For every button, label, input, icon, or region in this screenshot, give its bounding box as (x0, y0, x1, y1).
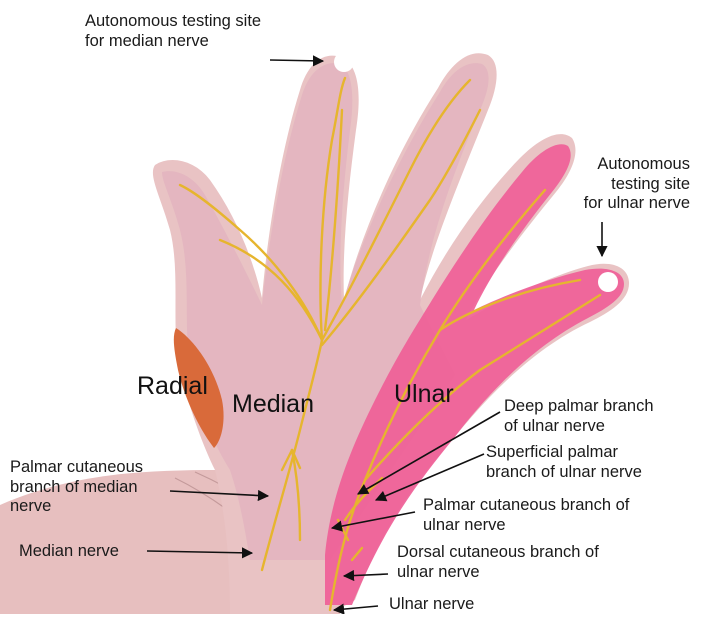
region-label-ulnar: Ulnar (394, 380, 454, 409)
region-label-radial: Radial (137, 372, 208, 401)
label-dorsal-cut-ulnar: Dorsal cutaneous branch of ulnar nerve (397, 543, 599, 582)
label-autonomous-ulnar: Autonomous testing site for ulnar nerve (552, 155, 690, 214)
label-deep-palmar: Deep palmar branch of ulnar nerve (504, 397, 654, 436)
arrow-median-site (270, 60, 323, 61)
label-autonomous-median: Autonomous testing site for median nerve (85, 12, 261, 51)
label-palmar-cut-median: Palmar cutaneous branch of median nerve (10, 458, 143, 517)
region-label-median: Median (232, 390, 314, 419)
label-median-nerve: Median nerve (19, 542, 119, 562)
label-ulnar-nerve: Ulnar nerve (389, 595, 474, 615)
median-testing-dot (334, 52, 354, 72)
label-palmar-cut-ulnar: Palmar cutaneous branch of ulnar nerve (423, 496, 629, 535)
ulnar-testing-dot (598, 272, 618, 292)
label-superficial-palmar: Superficial palmar branch of ulnar nerve (486, 443, 642, 482)
